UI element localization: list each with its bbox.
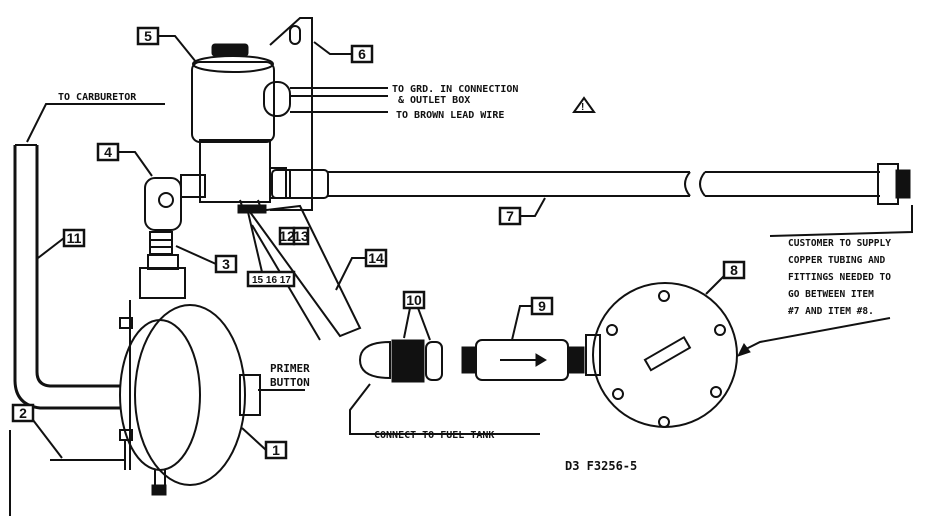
customer-text-2: COPPER TUBING AND <box>788 255 886 266</box>
warning-symbol: ! <box>572 96 596 113</box>
svg-text:6: 6 <box>358 46 366 62</box>
callout-10: 10 <box>402 290 431 341</box>
to-grd-text-2: & OUTLET BOX <box>398 95 470 106</box>
svg-text:14: 14 <box>368 250 384 266</box>
drawing-id: D3 F3256-5 <box>565 459 637 473</box>
primer-button-label: PRIMER BUTTON <box>258 362 310 391</box>
solenoid-valve-5 <box>191 43 291 214</box>
callout-7: 7 <box>498 197 546 226</box>
to-grd-text-1: TO GRD. IN CONNECTION <box>392 84 518 95</box>
customer-text-4: GO BETWEEN ITEM <box>788 289 874 300</box>
callout-13: 13 <box>292 226 310 246</box>
bracket-2 <box>9 430 126 516</box>
callout-5: 5 <box>136 26 197 63</box>
callout-11: 11 <box>37 228 86 259</box>
callout-2: 2 <box>11 403 63 459</box>
svg-text:2: 2 <box>19 405 27 421</box>
svg-text:11: 11 <box>67 230 82 246</box>
elbow-4 <box>144 174 206 231</box>
to-brown-text: TO BROWN LEAD WIRE <box>396 110 504 121</box>
connect-fuel-label: CONNECT TO FUEL TANK <box>349 383 540 441</box>
callout-15-16-17: 15 16 17 <box>246 211 296 288</box>
primer-text-1: PRIMER <box>270 362 310 375</box>
svg-text:8: 8 <box>730 262 738 278</box>
svg-text:!: ! <box>581 102 584 113</box>
svg-text:13: 13 <box>293 228 309 244</box>
svg-text:5: 5 <box>144 28 152 44</box>
callout-4: 4 <box>96 142 153 177</box>
svg-text:9: 9 <box>538 298 546 314</box>
callout-8: 8 <box>705 260 746 295</box>
inline-filter-9 <box>461 339 585 381</box>
svg-text:4: 4 <box>104 144 112 160</box>
svg-text:12: 12 <box>279 228 295 244</box>
to-carburetor-text: TO CARBURETOR <box>58 92 137 103</box>
mounting-bracket-6 <box>269 17 313 211</box>
svg-text:1: 1 <box>272 442 280 458</box>
svg-text:7: 7 <box>506 208 514 224</box>
customer-text-5: #7 AND ITEM #8. <box>788 306 874 317</box>
wires <box>290 87 388 113</box>
ground-label: TO GRD. IN CONNECTION & OUTLET BOX TO BR… <box>392 84 518 121</box>
callout-1: 1 <box>241 427 288 460</box>
primer-text-2: BUTTON <box>270 376 310 389</box>
svg-text:3: 3 <box>222 256 230 272</box>
to-carburetor-label: TO CARBURETOR <box>26 92 165 143</box>
svg-text:10: 10 <box>406 292 422 308</box>
callout-3: 3 <box>175 245 238 274</box>
customer-note: CUSTOMER TO SUPPLY COPPER TUBING AND FIT… <box>737 205 913 357</box>
hose-11 <box>13 144 120 410</box>
filter-10 <box>358 339 443 383</box>
fitting-3 <box>149 231 173 255</box>
tank-cap-8 <box>585 282 738 428</box>
callout-14: 14 <box>335 248 388 291</box>
fuel-line-7 <box>271 163 911 205</box>
customer-text-3: FITTINGS NEEDED TO <box>788 272 891 283</box>
svg-text:15 16 17: 15 16 17 <box>252 275 291 286</box>
callout-9: 9 <box>511 296 554 341</box>
callout-6: 6 <box>313 41 374 64</box>
customer-text-1: CUSTOMER TO SUPPLY <box>788 238 891 249</box>
connect-fuel-text: CONNECT TO FUEL TANK <box>374 430 494 441</box>
fuel-pump <box>119 254 261 496</box>
